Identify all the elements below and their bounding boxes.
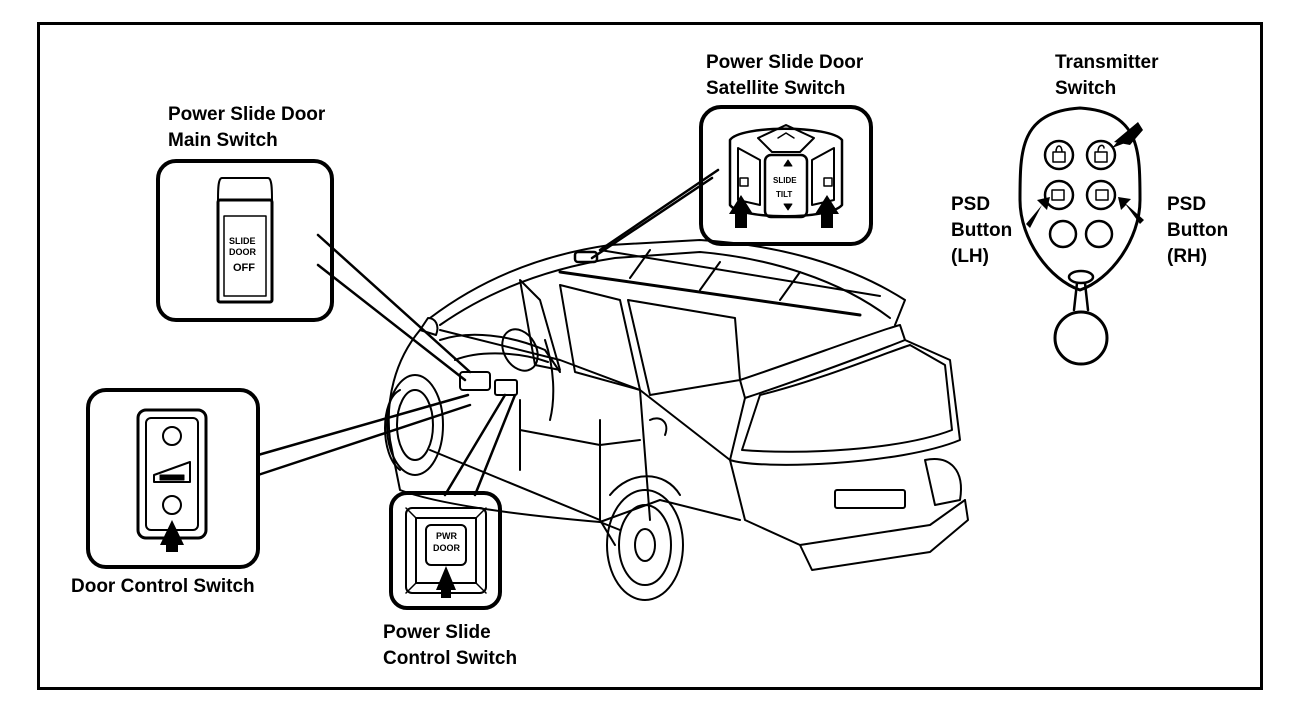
satellite-center-line1: SLIDE bbox=[773, 176, 797, 185]
main-switch-face-line1: SLIDE bbox=[229, 236, 256, 246]
psd-rh-label-line3: (RH) bbox=[1167, 246, 1208, 267]
psd-lh-label-line2: Button bbox=[951, 220, 1013, 241]
main-switch-face-line3: OFF bbox=[233, 262, 255, 274]
fob-lh-arrow-icon bbox=[1026, 197, 1050, 228]
satellite-center-line2: TILT bbox=[776, 190, 793, 199]
main-switch-label-line2: Main Switch bbox=[168, 130, 278, 151]
door-control-arrow-icon bbox=[160, 520, 184, 552]
power-slide-control-label-line2: Control Switch bbox=[383, 648, 518, 669]
pwr-door-face-line2: DOOR bbox=[433, 543, 460, 553]
satellite-left-arrow-icon bbox=[729, 195, 753, 228]
pwr-door-arrow-icon bbox=[436, 566, 456, 598]
arrow-icons bbox=[160, 122, 1144, 598]
door-control-switch-label: Door Control Switch bbox=[71, 576, 255, 597]
satellite-switch-label-line2: Satellite Switch bbox=[706, 78, 846, 99]
satellite-switch-callout bbox=[699, 105, 873, 246]
main-switch-face-line2: DOOR bbox=[229, 247, 256, 257]
main-switch-callout bbox=[156, 159, 334, 322]
satellite-right-arrow-icon bbox=[815, 195, 839, 228]
satellite-switch-label-line1: Power Slide Door bbox=[706, 52, 864, 73]
diagram-frame bbox=[37, 22, 1263, 690]
door-control-switch-callout bbox=[86, 388, 260, 569]
power-slide-control-label-line1: Power Slide bbox=[383, 622, 491, 643]
pwr-door-face-line1: PWR bbox=[436, 531, 457, 541]
transmitter-fob-illustration bbox=[1018, 106, 1142, 366]
psd-lh-label-line3: (LH) bbox=[951, 246, 989, 267]
fob-transmitter-arrow-icon bbox=[1112, 122, 1143, 148]
leader-lines bbox=[256, 168, 720, 497]
minivan-illustration bbox=[384, 239, 969, 601]
fob-rh-arrow-icon bbox=[1118, 197, 1144, 224]
psd-rh-label-line2: Button bbox=[1167, 220, 1229, 241]
transmitter-switch-label-line1: Transmitter bbox=[1055, 52, 1159, 73]
main-switch-label-line1: Power Slide Door bbox=[168, 104, 326, 125]
psd-lh-label-line1: PSD bbox=[951, 194, 991, 215]
psd-rh-label-line1: PSD bbox=[1167, 194, 1207, 215]
transmitter-switch-label-line2: Switch bbox=[1055, 78, 1117, 99]
